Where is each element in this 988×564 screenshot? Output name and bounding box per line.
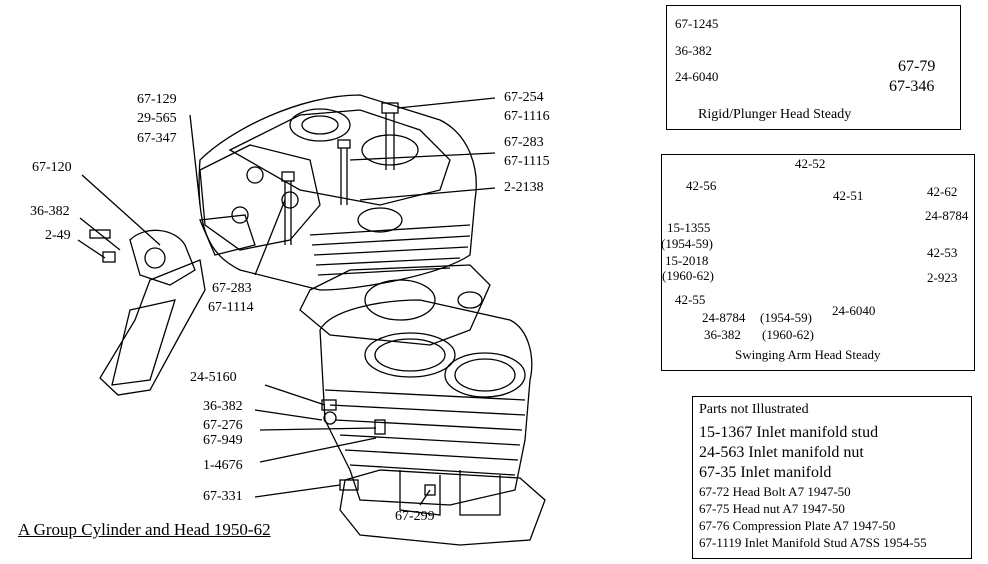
part-label-24-5160: 24-5160: [190, 370, 237, 385]
parts-list-item: 15-1367 Inlet manifold stud: [699, 424, 879, 441]
part-label-67-949: 67-949: [203, 433, 243, 448]
swing-label-42-51: 42-51: [833, 188, 864, 203]
parts-list-item: 67-1119 Inlet Manifold Stud A7SS 1954-55: [699, 535, 927, 550]
swing-label-1954-59-a: (1954-59): [661, 236, 713, 251]
parts-list-item: 67-35 Inlet manifold: [699, 464, 832, 481]
parts-list-item: 67-75 Head nut A7 1947-50: [699, 501, 845, 516]
part-label-36-382-left: 36-382: [30, 204, 70, 219]
parts-not-illustrated-box: Parts not Illustrated 15-1367 Inlet mani…: [692, 396, 972, 559]
rigid-label-24-6040: 24-6040: [675, 69, 719, 84]
rigid-label-67-1245: 67-1245: [675, 16, 719, 31]
part-label-67-347: 67-347: [137, 131, 177, 146]
part-label-1-4676: 1-4676: [203, 458, 243, 473]
part-label-67-1116: 67-1116: [504, 109, 550, 124]
inlet-manifold-outline: [199, 214, 256, 256]
part-label-67-129: 67-129: [137, 92, 177, 107]
swing-label-1960-62-b: (1960-62): [762, 327, 814, 342]
part-label-67-1115: 67-1115: [504, 154, 550, 169]
part-label-36-382-lower: 36-382: [203, 399, 243, 414]
rigid-head-steady-box: [666, 5, 961, 130]
swing-label-1960-62-a: (1960-62): [662, 268, 714, 283]
part-label-67-283-lower: 67-283: [212, 281, 252, 296]
part-label-29-565: 29-565: [137, 111, 177, 126]
part-label-2-2138: 2-2138: [504, 180, 544, 195]
parts-list-item: 24-563 Inlet manifold nut: [699, 444, 864, 461]
part-label-67-283-upper: 67-283: [504, 135, 544, 150]
rigid-label-67-346: 67-346: [889, 78, 935, 95]
cylinder-head-outline: [198, 94, 477, 291]
part-label-2-49: 2-49: [45, 228, 71, 243]
part-label-67-331: 67-331: [203, 489, 243, 504]
swing-label-24-8784-right: 24-8784: [925, 208, 969, 223]
rigid-label-67-79: 67-79: [898, 58, 936, 75]
head-gasket-outline: [299, 264, 491, 346]
swing-label-42-55: 42-55: [675, 292, 706, 307]
swing-label-2-923: 2-923: [927, 270, 958, 285]
swing-label-1954-59-b: (1954-59): [760, 310, 812, 325]
swing-label-42-56: 42-56: [686, 178, 717, 193]
rigid-box-caption: Rigid/Plunger Head Steady: [698, 107, 852, 122]
base-gasket-outline: [339, 469, 546, 546]
rigid-label-36-382: 36-382: [675, 43, 712, 58]
parts-list-item: 67-72 Head Bolt A7 1947-50: [699, 484, 851, 499]
swing-label-42-62: 42-62: [927, 184, 958, 199]
parts-list-item: 67-76 Compression Plate A7 1947-50: [699, 518, 896, 533]
swing-label-36-382: 36-382: [704, 327, 741, 342]
swing-label-24-8784-lower: 24-8784: [702, 310, 746, 325]
swing-label-15-1355: 15-1355: [667, 220, 711, 235]
swing-label-24-6040: 24-6040: [832, 303, 876, 318]
parts-not-illustrated-heading: Parts not Illustrated: [699, 402, 809, 417]
part-label-67-1114: 67-1114: [208, 300, 254, 315]
diagram-title: A Group Cylinder and Head 1950-62: [18, 520, 271, 539]
swing-label-42-53: 42-53: [927, 245, 958, 260]
part-label-67-276: 67-276: [203, 418, 243, 433]
swing-label-42-52: 42-52: [795, 156, 826, 171]
part-label-67-299: 67-299: [395, 509, 435, 524]
swing-label-15-2018: 15-2018: [665, 253, 709, 268]
swing-box-caption: Swinging Arm Head Steady: [735, 347, 881, 362]
cylinder-block-outline: [319, 299, 533, 506]
part-label-67-254: 67-254: [504, 90, 544, 105]
swinging-arm-head-steady-box: [661, 154, 975, 371]
part-label-67-120: 67-120: [32, 160, 72, 175]
